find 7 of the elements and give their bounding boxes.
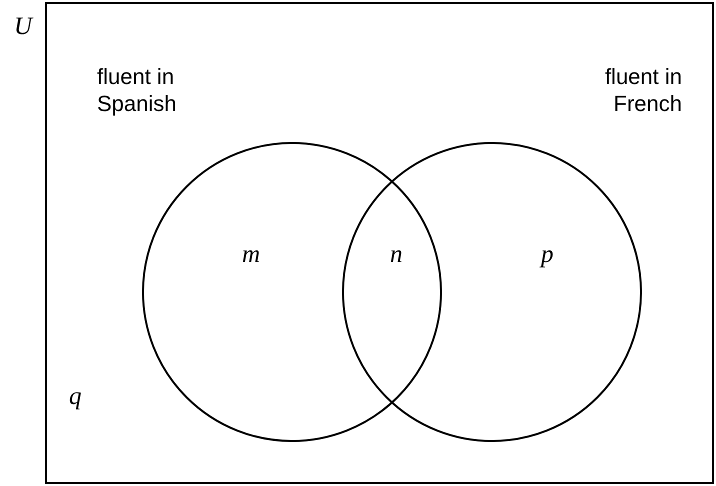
- region-variable: p: [541, 242, 554, 267]
- set-label: fluent in French: [604, 64, 682, 118]
- universal-set-label: U: [14, 14, 32, 39]
- region-variable: q: [69, 384, 82, 409]
- set-label: fluent in Spanish: [97, 64, 178, 118]
- region-variable: m: [242, 242, 260, 267]
- region-variable: n: [390, 242, 402, 267]
